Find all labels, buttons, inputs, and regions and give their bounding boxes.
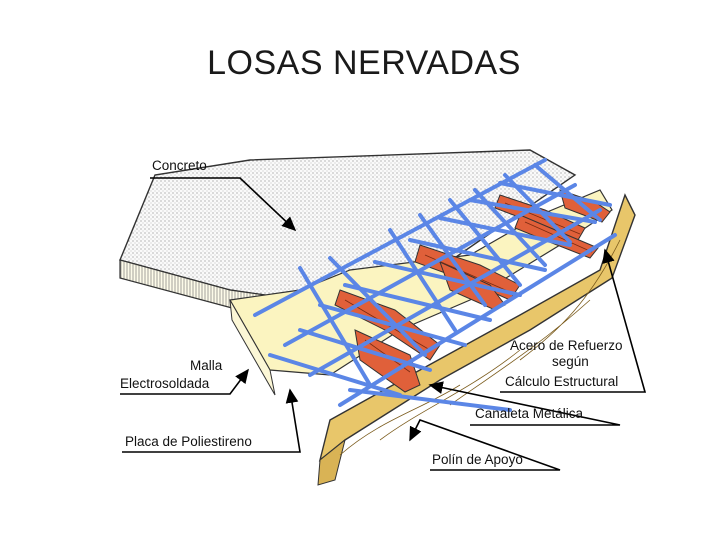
- page-title: LOSAS NERVADAS: [207, 44, 521, 82]
- label-concreto: Concreto: [152, 158, 207, 173]
- mesh-grid: [253, 158, 617, 412]
- foam-plate-edge: [229, 299, 276, 396]
- wood-beam-front: [317, 438, 346, 486]
- label-malla-2: Electrosoldada: [120, 376, 210, 391]
- label-placa: Placa de Poliestireno: [125, 434, 252, 449]
- label-polin: Polín de Apoyo: [432, 452, 523, 467]
- label-acero-3: Cálculo Estructural: [505, 374, 618, 389]
- label-acero-1: Acero de Refuerzo: [510, 338, 623, 353]
- label-malla-1: Malla: [190, 358, 223, 373]
- label-acero-2: según: [552, 354, 589, 369]
- leader-lines: [120, 177, 647, 471]
- label-canaleta: Canaleta Metálica: [475, 406, 584, 421]
